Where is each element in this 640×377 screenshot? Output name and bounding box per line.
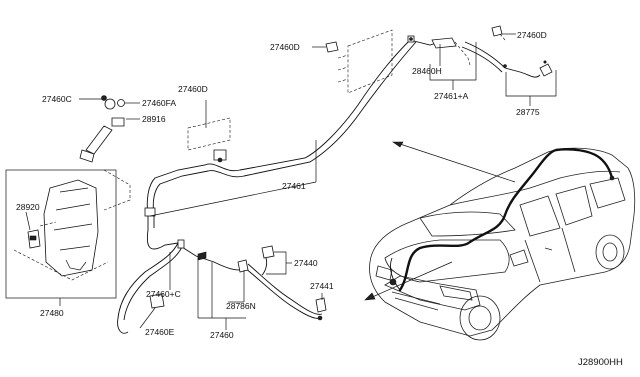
label-27461: 27461	[282, 181, 306, 191]
diagram-code: J28900HH	[578, 357, 623, 368]
label-27460D-left: 27460D	[270, 42, 300, 52]
clip-27460D-left-shape	[325, 41, 339, 53]
label-27441: 27441	[310, 281, 334, 291]
label-27460E: 27460E	[145, 327, 175, 337]
rear-washer-hose-assembly	[146, 25, 553, 217]
label-27460Cplus: 27460+C	[146, 289, 181, 299]
nozzle-27440-shape	[261, 245, 275, 259]
label-28920: 28920	[16, 202, 40, 212]
joint-28775-shape	[539, 63, 553, 77]
vehicle-hose-routing	[389, 148, 615, 292]
label-27480: 27480	[40, 308, 64, 318]
nozzle-27441-shape	[315, 297, 327, 313]
label-27460D-right: 27460D	[517, 30, 547, 40]
washer-pump-marker	[389, 278, 397, 286]
hose-joint-lower-shape	[144, 207, 156, 217]
pointer-arrows	[364, 141, 516, 301]
filler-cap-shape	[104, 98, 116, 110]
clip-27460E-shape	[149, 293, 165, 309]
label-27460C: 27460C	[42, 94, 72, 104]
label-27440: 27440	[294, 258, 318, 268]
clip-27460Cplus-shape	[177, 239, 185, 249]
label-28460H: 28460H	[412, 66, 442, 76]
label-27460: 27460	[210, 330, 234, 340]
rear-nozzle-marker	[609, 175, 615, 181]
part-labels: 27460D 27460D 28460H 27461+A 28775 27460…	[16, 30, 623, 368]
label-28786N: 28786N	[226, 301, 256, 311]
washer-tank-group	[5, 95, 131, 299]
valve-28786N-shape	[237, 259, 249, 273]
tank-outline-box	[5, 169, 117, 299]
vehicle-illustration	[369, 147, 636, 341]
washer-tank-shape	[43, 179, 99, 277]
front-washer-hose-assembly	[117, 207, 327, 334]
filler-neck-shape	[85, 125, 113, 155]
label-28916: 28916	[142, 114, 166, 124]
label-27461A: 27461+A	[434, 91, 469, 101]
label-27460D-mid: 27460D	[178, 84, 208, 94]
joint-28460H-shape	[431, 37, 457, 49]
leader-lines	[25, 33, 557, 330]
clip-27460D-mid-shape	[213, 149, 227, 161]
label-28775: 28775	[516, 107, 540, 117]
bolt-27460C-shape	[101, 95, 107, 101]
label-27460FA: 27460FA	[142, 98, 176, 108]
